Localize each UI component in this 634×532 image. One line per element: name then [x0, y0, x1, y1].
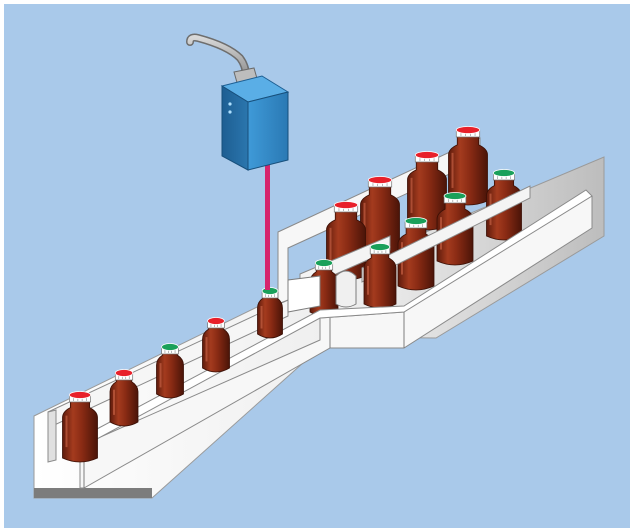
sensor-device	[186, 33, 290, 171]
bottle-cap	[455, 126, 481, 134]
bottle	[156, 343, 184, 399]
bottles-mid-layer	[309, 243, 397, 317]
back-rail-left-end	[47, 409, 57, 463]
bottle-cap	[414, 151, 440, 159]
bottle-cap	[404, 217, 428, 225]
diverter-gate	[287, 270, 357, 313]
sensor-face	[247, 91, 289, 171]
bottle-cap	[114, 369, 134, 377]
bottle-cap	[369, 243, 391, 251]
bottle	[448, 126, 488, 206]
bottle-cap	[367, 176, 393, 184]
bottle-cap	[314, 259, 334, 267]
bottle	[202, 317, 230, 373]
bottle-cap	[161, 343, 179, 351]
bottle-cap	[443, 192, 467, 200]
bottle	[109, 369, 139, 427]
lane-divider-upper	[361, 185, 531, 283]
sensor-led-icon	[228, 102, 232, 106]
bottle	[363, 243, 397, 309]
bottle-cap	[492, 169, 516, 177]
bottle-cap	[68, 391, 92, 399]
bottle-cap	[207, 317, 225, 325]
conveyor-floor-shadow	[34, 488, 152, 498]
bottle	[407, 151, 447, 231]
sensor-led-icon	[228, 110, 232, 114]
laser-beam	[265, 165, 270, 290]
bottle-cap	[333, 201, 359, 209]
bottle	[62, 391, 98, 463]
front-rail	[79, 193, 593, 489]
